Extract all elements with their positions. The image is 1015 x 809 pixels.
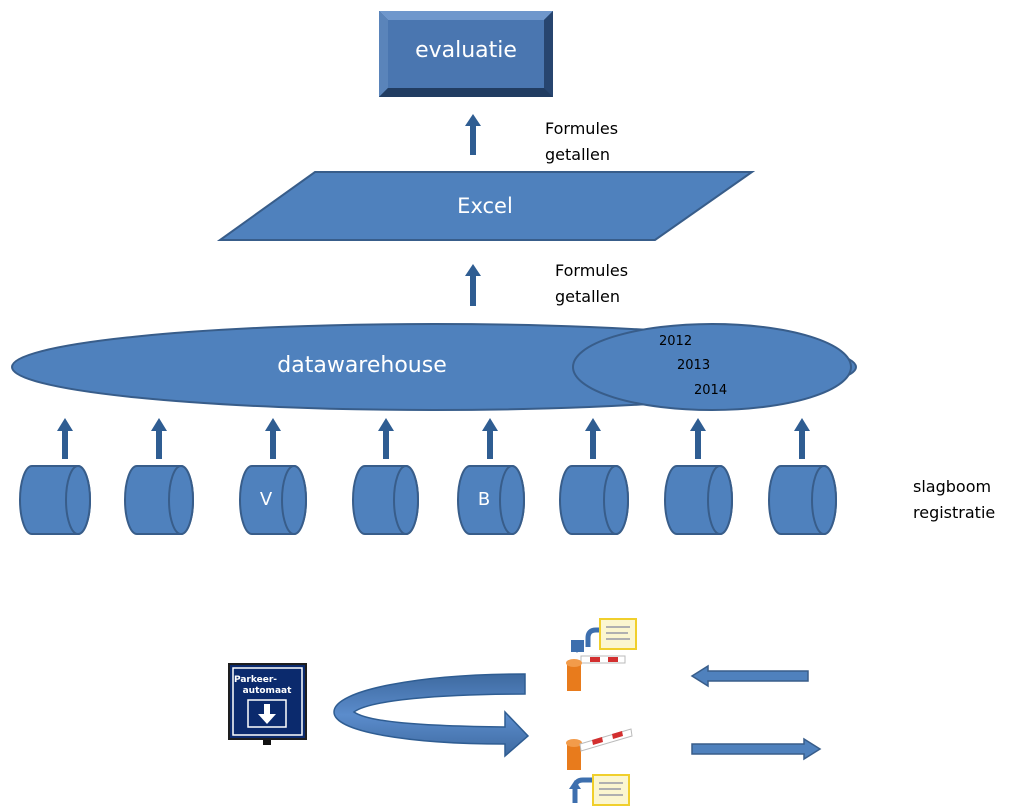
source-cylinder bbox=[457, 465, 525, 535]
year-label: 2014 bbox=[694, 383, 728, 398]
evaluatie-box bbox=[379, 11, 553, 97]
source-cylinders bbox=[19, 465, 837, 535]
source-cylinder bbox=[768, 465, 837, 535]
arrow-datawarehouse-to-excel bbox=[465, 264, 481, 306]
year-label: 2012 bbox=[659, 334, 693, 349]
parkeerautomaat-text-2: automaat bbox=[242, 686, 292, 696]
curved-arrow-icon bbox=[333, 673, 530, 758]
datawarehouse-label: datawarehouse bbox=[277, 353, 447, 378]
years-subset-shape bbox=[572, 323, 852, 411]
flow-label-lower-2: getallen bbox=[555, 287, 620, 306]
year-label: 2013 bbox=[677, 358, 711, 373]
source-cylinder bbox=[352, 465, 419, 535]
right-arrow-icon bbox=[691, 737, 822, 761]
slagboom-caption-1: slagboom bbox=[913, 477, 992, 496]
source-cylinder bbox=[124, 465, 194, 535]
barrier-gate-icon bbox=[566, 728, 633, 806]
barrier-gate-icon bbox=[566, 618, 637, 691]
source-cylinder bbox=[559, 465, 629, 535]
slagboom-caption-2: registratie bbox=[913, 503, 996, 522]
arrow-down-icon bbox=[258, 704, 276, 724]
flow-label-upper-1: Formules bbox=[545, 119, 619, 138]
flow-label-lower-1: Formules bbox=[555, 261, 629, 280]
source-label: V bbox=[259, 489, 273, 510]
arrow-excel-to-evaluatie bbox=[465, 114, 481, 155]
source-cylinder bbox=[19, 465, 91, 535]
source-cylinder bbox=[664, 465, 733, 535]
source-arrows bbox=[57, 418, 810, 459]
evaluatie-label: evaluatie bbox=[415, 38, 517, 63]
excel-label: Excel bbox=[457, 194, 513, 218]
source-label: B bbox=[477, 489, 491, 510]
left-arrow-icon bbox=[690, 664, 809, 688]
flow-label-upper-2: getallen bbox=[545, 145, 610, 164]
excel-shape bbox=[216, 171, 756, 241]
parkeerautomaat-text-1: Parkeer- bbox=[234, 675, 277, 685]
source-cylinder bbox=[239, 465, 307, 535]
parkeerautomaat-sign bbox=[228, 663, 307, 745]
